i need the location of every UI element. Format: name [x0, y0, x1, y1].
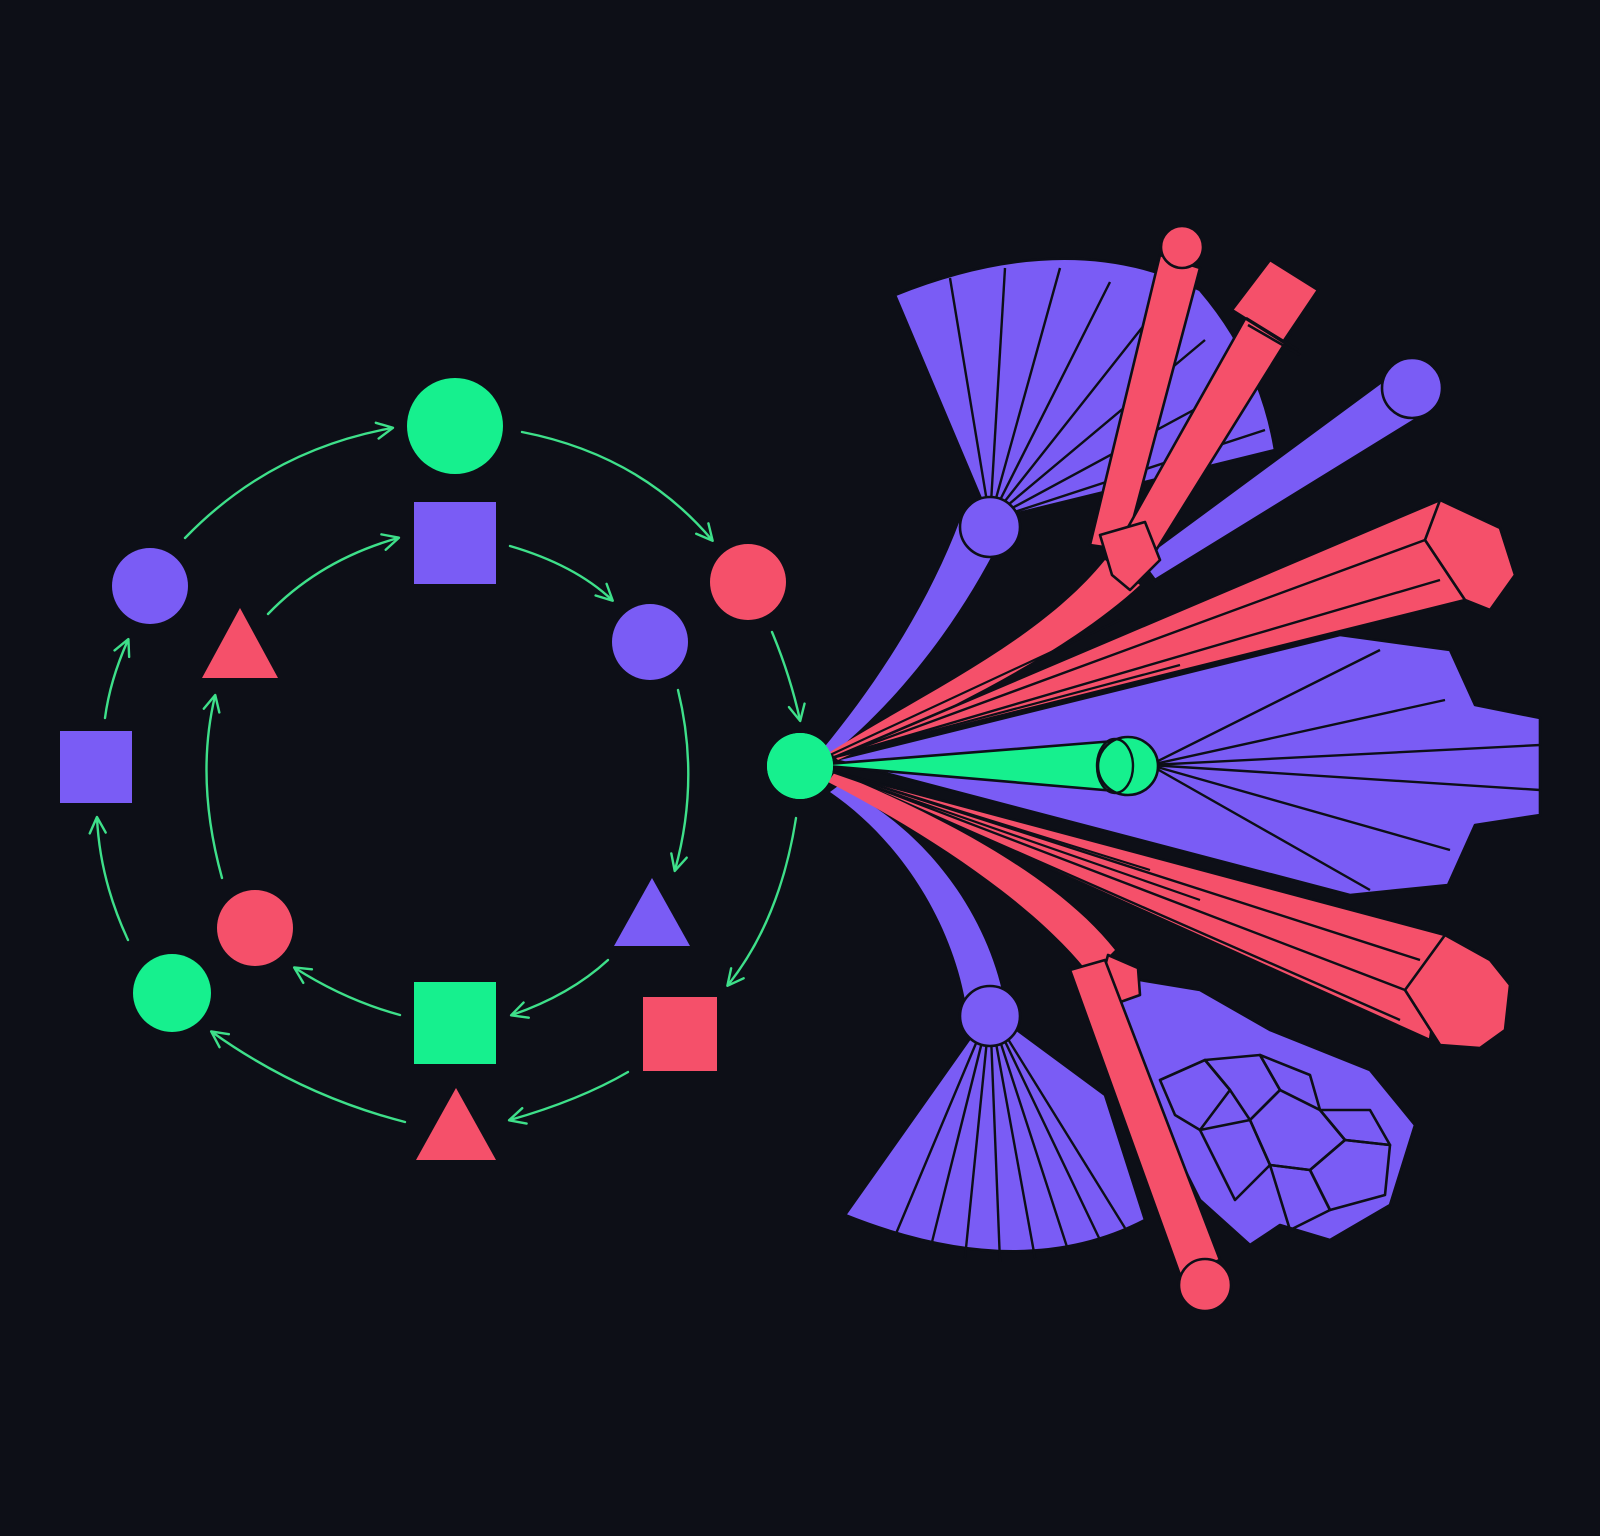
red-pentagon-upper: [1098, 520, 1162, 592]
inner-node-right-circle: [612, 604, 688, 680]
red-prism-upper-edges: [834, 538, 1466, 759]
red-prism-lower: [833, 770, 1512, 1050]
inner-node-right-triangle: [614, 878, 690, 946]
outer-node-lower-left-circle: [133, 954, 211, 1032]
outer-arrow-8: [103, 637, 131, 720]
outer-node-top-circle: [407, 378, 503, 474]
red-prism-upper: [833, 498, 1517, 759]
inner-node-left-circle: [217, 890, 293, 966]
red-rod-bottom-branch: [1068, 958, 1233, 1313]
red-rod-bottom-cap: [1177, 1257, 1233, 1313]
outer-arrow-2: [520, 430, 714, 542]
inner-ring-nodes: [202, 502, 690, 1064]
outer-node-bottom-triangle: [416, 1088, 496, 1160]
upper-fan-stalk: [822, 520, 1000, 756]
inner-arrow-5: [292, 966, 402, 1017]
cycle-arrows: [88, 421, 806, 1125]
outer-node-lower-right-square: [643, 997, 717, 1071]
lower-fan-branch: [830, 786, 1147, 1263]
outer-ring-nodes: [60, 378, 833, 1160]
inner-arrow-1: [266, 533, 401, 616]
red-rod-top-branch: [1088, 224, 1205, 552]
red-curve-upper-branch: [830, 520, 1162, 760]
red-curve-upper: [830, 560, 1140, 760]
inner-node-bottom-square: [414, 982, 496, 1064]
lower-fan-node: [958, 984, 1022, 1048]
hub-rays: [814, 619, 1201, 902]
inner-arrow-6: [202, 693, 224, 880]
right-purple-fan-ribs: [1149, 648, 1541, 892]
lower-fan-ribs: [893, 1009, 1127, 1263]
red-curve-lower: [828, 772, 1115, 975]
purple-rod-cap: [1380, 356, 1444, 420]
inner-arrow-3: [670, 688, 690, 873]
outer-arrow-5: [507, 1070, 630, 1125]
honeycomb-cells: [1158, 1053, 1392, 1232]
outer-arrow-6: [209, 1030, 407, 1124]
inner-arrow-4: [509, 958, 610, 1019]
red-rod-bottom: [1068, 958, 1222, 1277]
purple-rod-branch: [1138, 356, 1444, 582]
inner-node-upper-left-triangle: [202, 608, 278, 678]
outer-arrow-1: [183, 421, 395, 540]
outer-node-left-square: [60, 731, 132, 803]
outer-node-upper-left-circle: [112, 548, 188, 624]
lower-fan-stalk: [830, 786, 1005, 1005]
right-purple-fan: [833, 633, 1542, 897]
inner-arrow-2: [508, 544, 614, 602]
outer-node-right-circle: [767, 733, 833, 799]
right-purple-fan-body: [833, 633, 1542, 897]
outer-arrow-4: [726, 816, 798, 987]
outer-arrow-7: [88, 815, 130, 942]
outer-node-upper-right-circle: [710, 544, 786, 620]
red-rod-top-cap: [1159, 224, 1205, 270]
burst-group: [813, 224, 1542, 1313]
upper-fan-node: [958, 495, 1022, 559]
green-rod-branch: [813, 735, 1160, 797]
outer-arrow-3: [770, 630, 806, 723]
inner-node-top-square: [414, 502, 496, 584]
